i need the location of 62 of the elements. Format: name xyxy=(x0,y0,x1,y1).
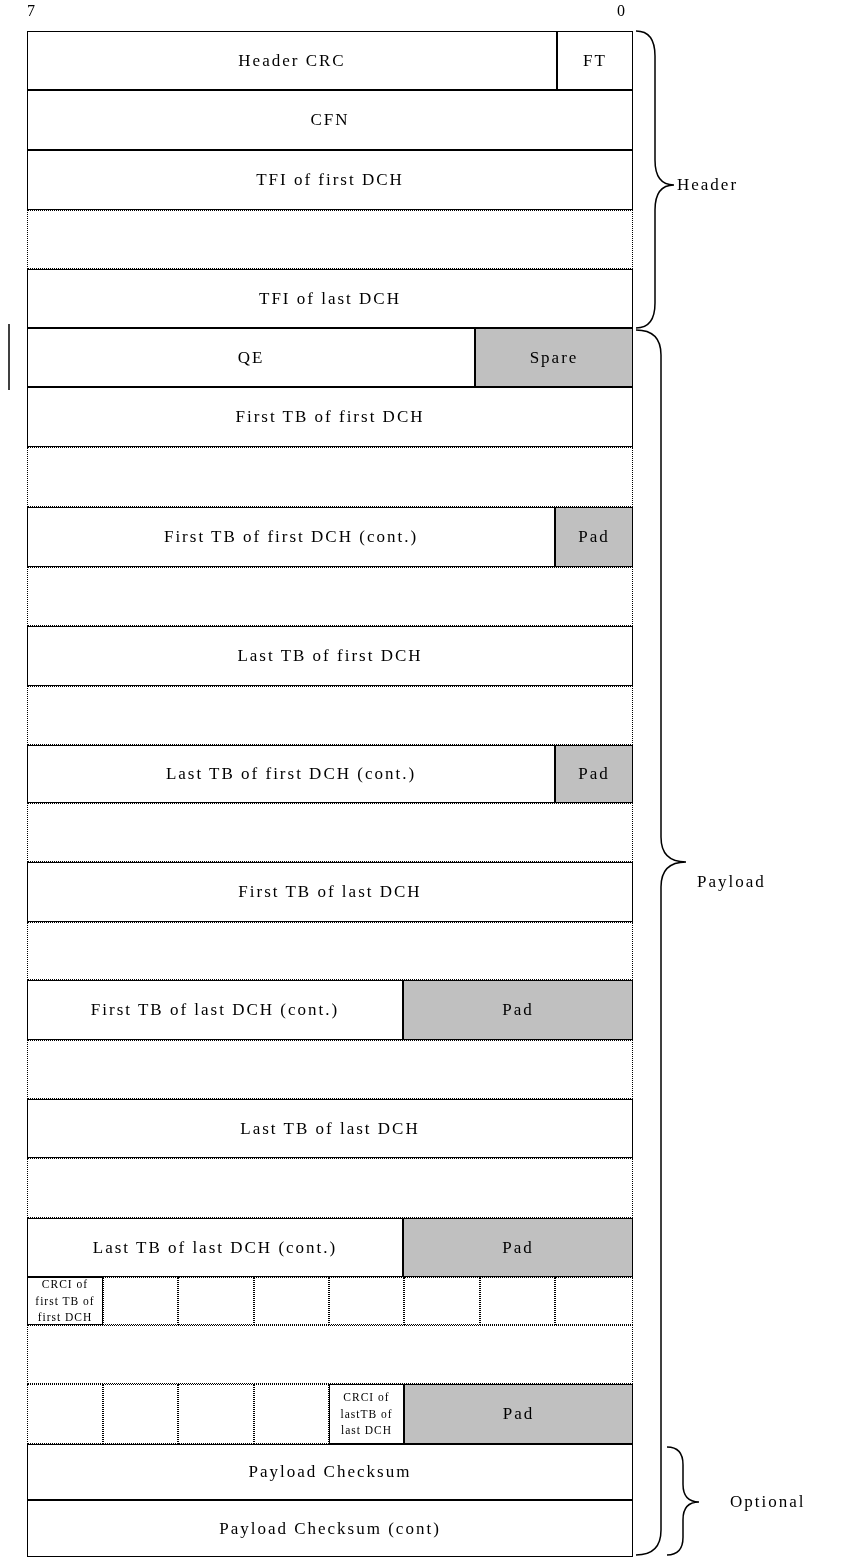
frame-field xyxy=(27,626,633,686)
empty-field-box xyxy=(27,1325,633,1384)
frame-field xyxy=(27,1500,633,1557)
field-label: First TB of last DCH xyxy=(238,882,422,902)
padding-field xyxy=(404,1384,633,1444)
field-label: Payload Checksum (cont) xyxy=(219,1518,441,1539)
frame-field xyxy=(27,1218,403,1277)
frame-field xyxy=(27,328,475,387)
padding-field xyxy=(555,507,633,567)
field-label: First TB of first DCH (cont.) xyxy=(163,527,419,547)
empty-field-box xyxy=(27,922,633,980)
empty-field-box xyxy=(27,1040,633,1099)
field-label: First TB of first DCH xyxy=(235,407,425,427)
field-label: Header CRC xyxy=(238,50,346,71)
frame-field xyxy=(27,980,403,1040)
frame-field xyxy=(27,1444,633,1500)
field-label: Payload Checksum xyxy=(248,1462,412,1482)
section-label: Header xyxy=(677,175,739,195)
field-label: Pad xyxy=(578,764,610,784)
field-label: Last TB of last DCH xyxy=(240,1118,420,1139)
empty-field-box xyxy=(27,1158,633,1218)
frame-field xyxy=(27,862,633,922)
frame-field xyxy=(27,1099,633,1158)
field-label: CRCI of lastTB of last DCH xyxy=(339,1390,394,1439)
frame-field xyxy=(27,1277,103,1325)
field-label: Last TB of first DCH (cont.) xyxy=(165,764,417,784)
frame-field xyxy=(27,150,633,210)
padding-field xyxy=(555,745,633,803)
padding-field xyxy=(403,1218,633,1277)
frame-field xyxy=(557,31,633,90)
field-label: QE xyxy=(237,347,265,368)
frame-field xyxy=(27,507,555,567)
field-label: Pad xyxy=(502,1237,534,1258)
field-label: TFI of first DCH xyxy=(256,170,404,190)
frame-field xyxy=(27,31,557,90)
frame-field xyxy=(27,90,633,150)
frame-field xyxy=(329,1384,404,1444)
empty-field-box xyxy=(27,567,633,626)
frame-field xyxy=(27,387,633,447)
field-label: Pad xyxy=(502,1404,535,1424)
bit-number: 7 xyxy=(27,2,35,20)
section-label: Payload xyxy=(697,872,766,892)
field-label: TFI of last DCH xyxy=(259,288,401,309)
padding-field xyxy=(475,328,633,387)
field-label: CFN xyxy=(310,110,350,130)
field-label: Last TB of first DCH xyxy=(237,646,423,666)
frame-field xyxy=(27,745,555,803)
empty-field-box xyxy=(27,803,633,862)
section-label: Optional xyxy=(730,1492,806,1512)
field-label: Pad xyxy=(502,1000,534,1020)
field-label: Spare xyxy=(529,347,579,368)
field-label: FT xyxy=(583,50,607,71)
field-label: Last TB of last DCH (cont.) xyxy=(92,1237,338,1258)
field-label: First TB of last DCH (cont.) xyxy=(90,1000,340,1020)
empty-field-box xyxy=(27,686,633,745)
empty-field-box xyxy=(27,447,633,507)
field-label: Pad xyxy=(578,527,610,547)
frame-field xyxy=(27,269,633,328)
bit-number: 0 xyxy=(617,2,625,20)
empty-field-box xyxy=(27,210,633,269)
field-label: CRCI of first TB of first DCH xyxy=(34,1277,96,1326)
padding-field xyxy=(403,980,633,1040)
